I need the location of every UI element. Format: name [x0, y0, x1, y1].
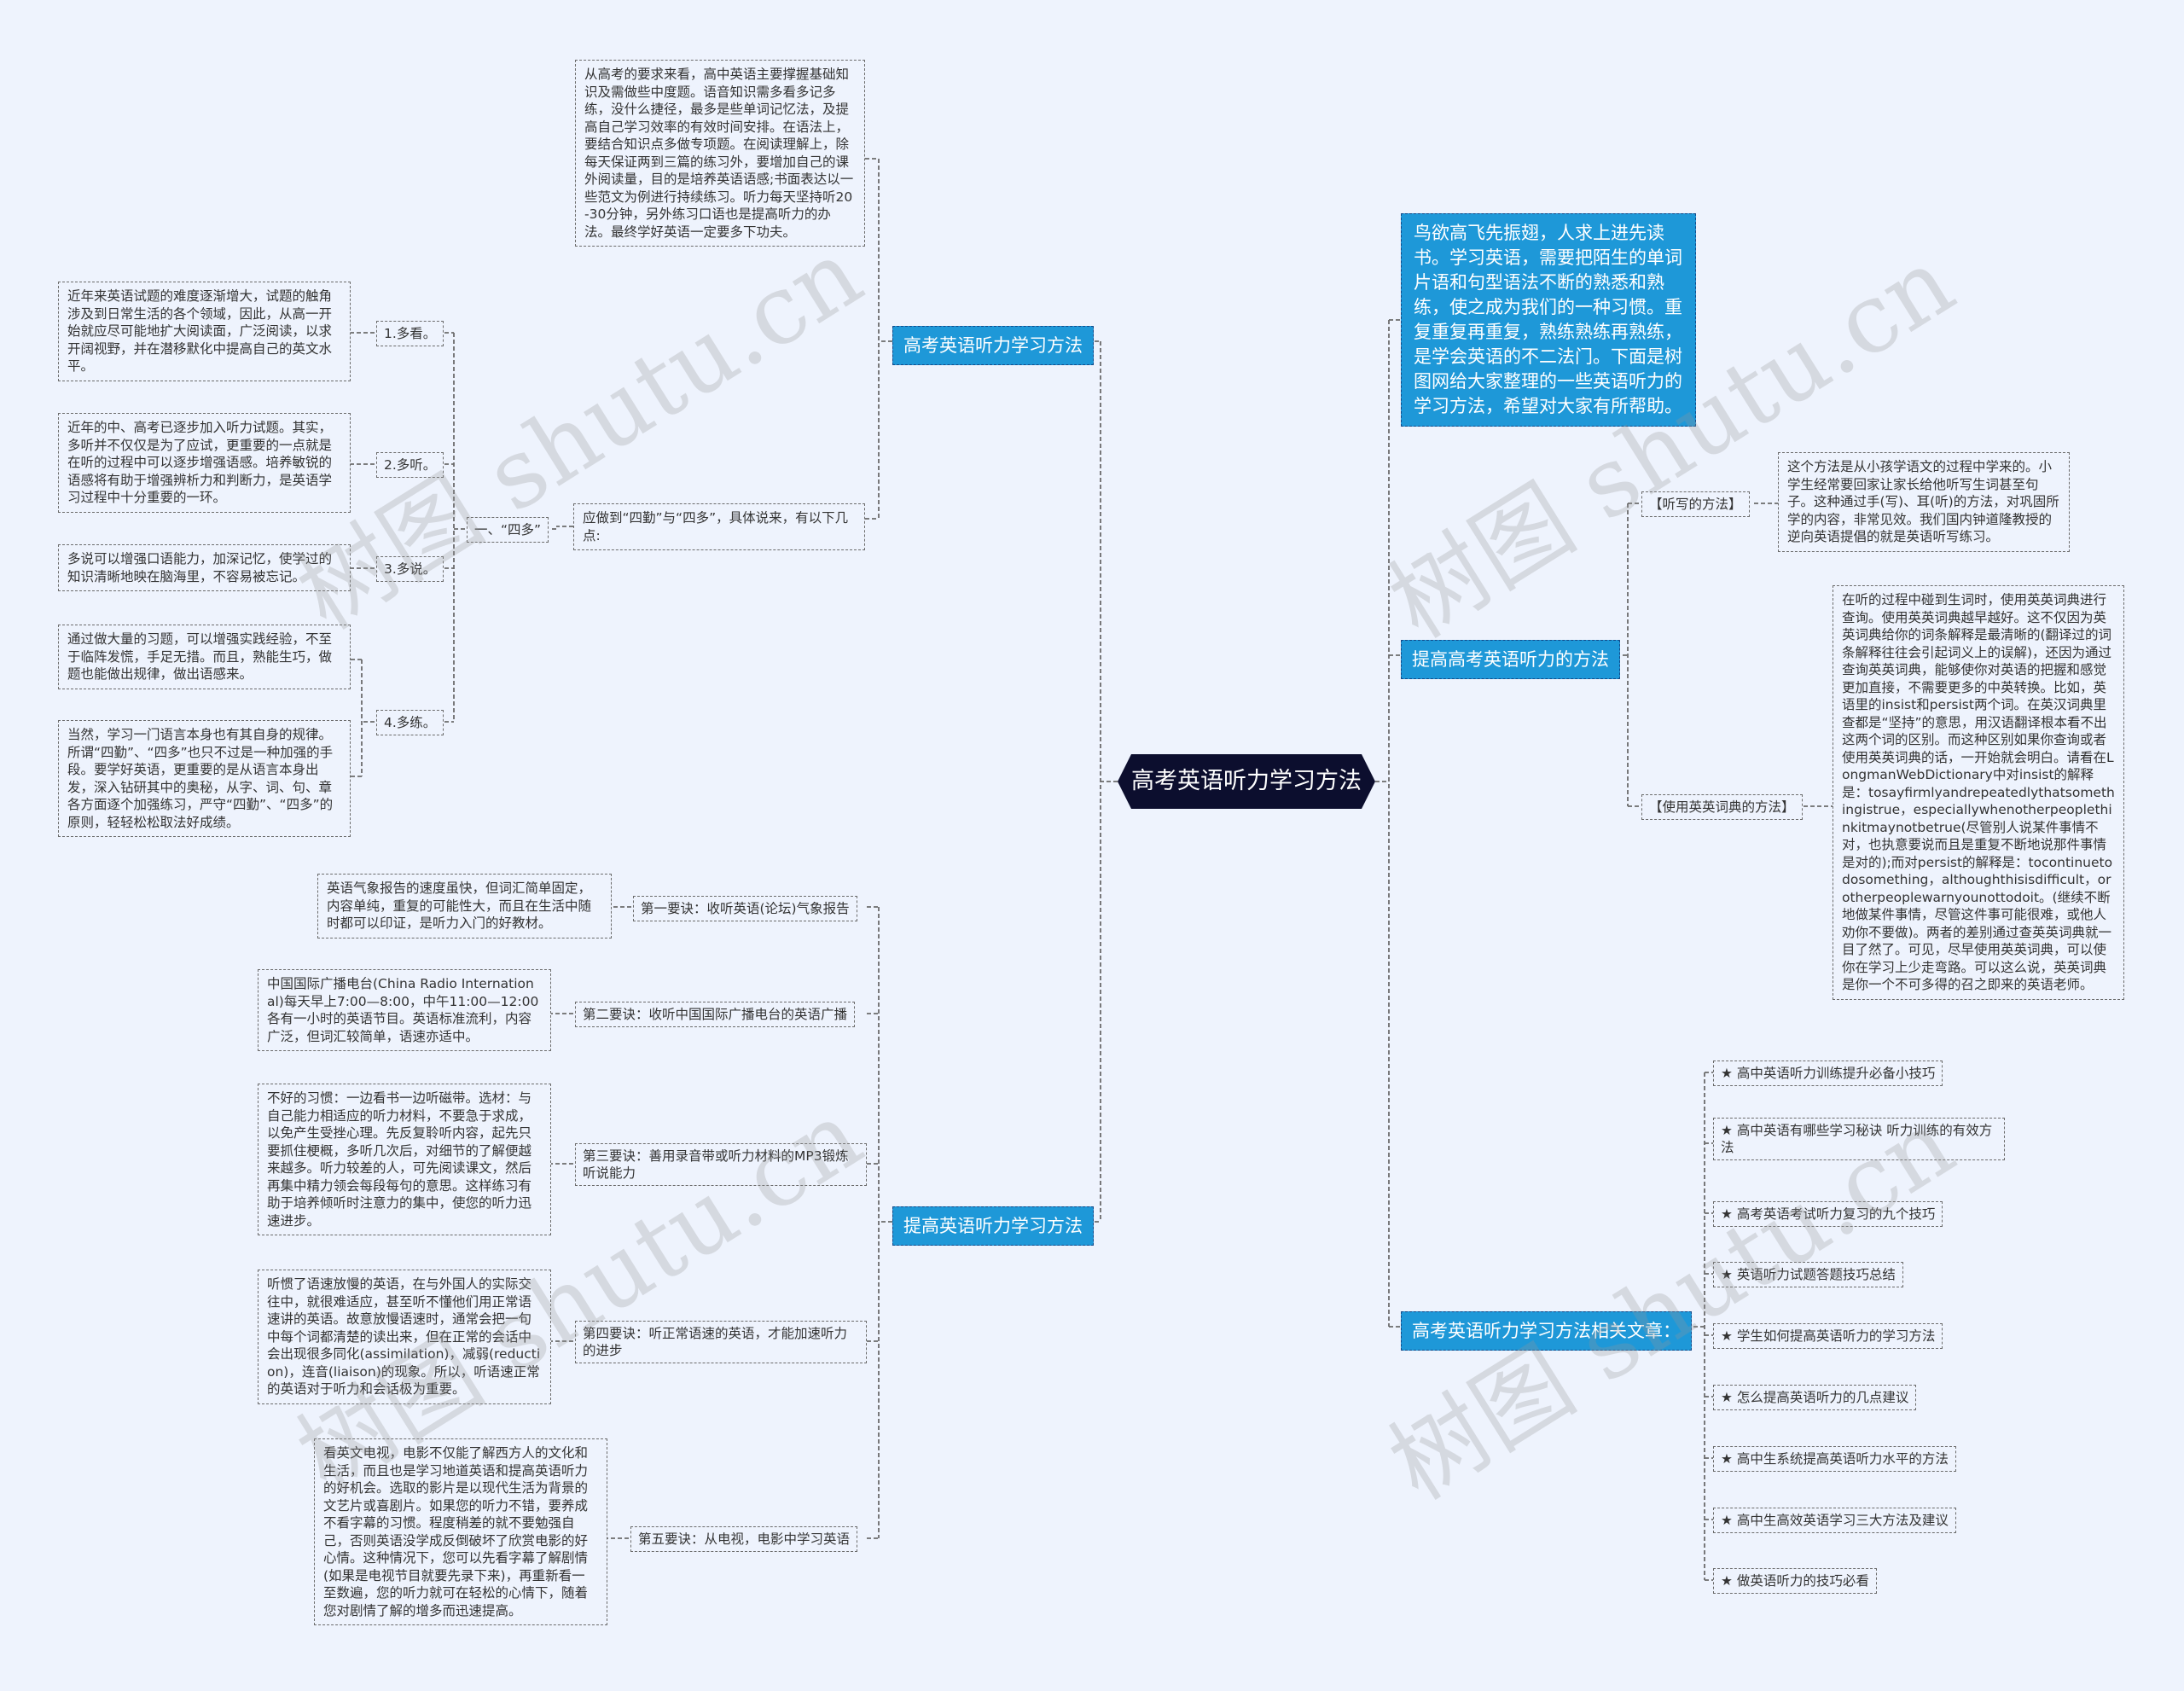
- intro-card: 鸟欲高飞先振翅，人求上进先读书。学习英语，需要把陌生的单词片语和句型语法不断的熟…: [1401, 213, 1696, 427]
- item-read-more[interactable]: 1.多看。: [376, 321, 444, 346]
- four-diligence-text: 应做到“四勤”与“四多”，具体说来，有以下几点:: [573, 503, 865, 550]
- related-link-8[interactable]: ★ 高中生高效英语学习三大方法及建议: [1713, 1508, 1956, 1533]
- item-practice-more[interactable]: 4.多练。: [376, 710, 444, 735]
- practice-more-text: 通过做大量的习题，可以增强实践经验，不至于临阵发慌，手足无措。而且，熟能生巧，做…: [58, 625, 351, 689]
- method-dictionary-label[interactable]: 【使用英英词典的方法】: [1641, 794, 1803, 820]
- tip-5-text: 看英文电视，电影不仅能了解西方人的文化和生活，而且也是学习地道英语和提高英语听力…: [314, 1438, 607, 1625]
- requirements-text: 从高考的要求来看，高中英语主要撑握基础知识及需做些中度题。语音知识需多看多记多练…: [575, 60, 865, 247]
- branch-gaokao-listening-methods[interactable]: 高考英语听力学习方法: [892, 326, 1094, 365]
- sub-four-more[interactable]: 一、“四多”: [467, 517, 549, 543]
- related-link-7[interactable]: ★ 高中生系统提高英语听力水平的方法: [1713, 1446, 1956, 1472]
- tip-2-label[interactable]: 第二要诀：收听中国国际广播电台的英语广播: [575, 1002, 856, 1027]
- related-link-5[interactable]: ★ 学生如何提高英语听力的学习方法: [1713, 1323, 1943, 1349]
- branch-gaokao-improve[interactable]: 提高高考英语听力的方法: [1401, 640, 1620, 679]
- item-listen-more[interactable]: 2.多听。: [376, 452, 444, 478]
- related-link-2[interactable]: ★ 高中英语有哪些学习秘诀 听力训练的有效方法: [1713, 1118, 2005, 1160]
- speak-more-text: 多说可以增强口语能力，加深记忆，使学过的知识清晰地映在脑海里，不容易被忘记。: [58, 544, 351, 591]
- related-link-6[interactable]: ★ 怎么提高英语听力的几点建议: [1713, 1385, 1917, 1410]
- related-link-1[interactable]: ★ 高中英语听力训练提升必备小技巧: [1713, 1061, 1943, 1086]
- tip-3-text: 不好的习惯：一边看书一边听磁带。选材：与自己能力相适应的听力材料，不要急于求成，…: [258, 1084, 551, 1235]
- tip-1-label[interactable]: 第一要诀：收听英语(论坛)气象报告: [633, 896, 857, 921]
- related-link-4[interactable]: ★ 英语听力试题答题技巧总结: [1713, 1262, 1903, 1287]
- item-speak-more[interactable]: 3.多说。: [376, 556, 444, 582]
- method-dictation-text: 这个方法是从小孩学语文的过程中学来的。小学生经常要回家让家长给他听写生词甚至句子…: [1778, 452, 2070, 552]
- tip-2-text: 中国国际广播电台(China Radio International)每天早上7…: [258, 969, 551, 1051]
- branch-related-articles[interactable]: 高考英语听力学习方法相关文章：: [1401, 1311, 1692, 1351]
- method-dictionary-text: 在听的过程中碰到生词时，使用英英词典进行查询。使用英英词典越早越好。这不仅因为英…: [1833, 585, 2124, 1000]
- tip-4-text: 听惯了语速放慢的英语，在与外国人的实际交往中，就很难适应，甚至听不懂他们用正常语…: [258, 1270, 551, 1404]
- tip-1-text: 英语气象报告的速度虽快，但词汇简单固定，内容单纯，重复的可能性大，而且在生活中随…: [317, 874, 612, 938]
- central-topic[interactable]: 高考英语听力学习方法: [1118, 754, 1375, 809]
- listen-more-text: 近年的中、高考已逐步加入听力试题。其实，多听并不仅仅是为了应试，更重要的一点就是…: [58, 413, 351, 513]
- read-more-text: 近年来英语试题的难度逐渐增大，试题的触角涉及到日常生活的各个领域，因此，从高一开…: [58, 282, 351, 381]
- language-law-text: 当然，学习一门语言本身也有其自身的规律。所谓“四勤”、“四多”也只不过是一种加强…: [58, 720, 351, 837]
- tip-4-label[interactable]: 第四要诀：听正常语速的英语，才能加速听力的进步: [575, 1321, 867, 1363]
- related-link-3[interactable]: ★ 高考英语考试听力复习的九个技巧: [1713, 1201, 1943, 1227]
- tip-5-label[interactable]: 第五要诀：从电视，电影中学习英语: [630, 1526, 858, 1552]
- branch-improve-listening[interactable]: 提高英语听力学习方法: [892, 1206, 1094, 1246]
- related-link-9[interactable]: ★ 做英语听力的技巧必看: [1713, 1568, 1877, 1594]
- method-dictation-label[interactable]: 【听写的方法】: [1641, 491, 1750, 517]
- tip-3-label[interactable]: 第三要诀：善用录音带或听力材料的MP3锻炼听说能力: [575, 1143, 867, 1186]
